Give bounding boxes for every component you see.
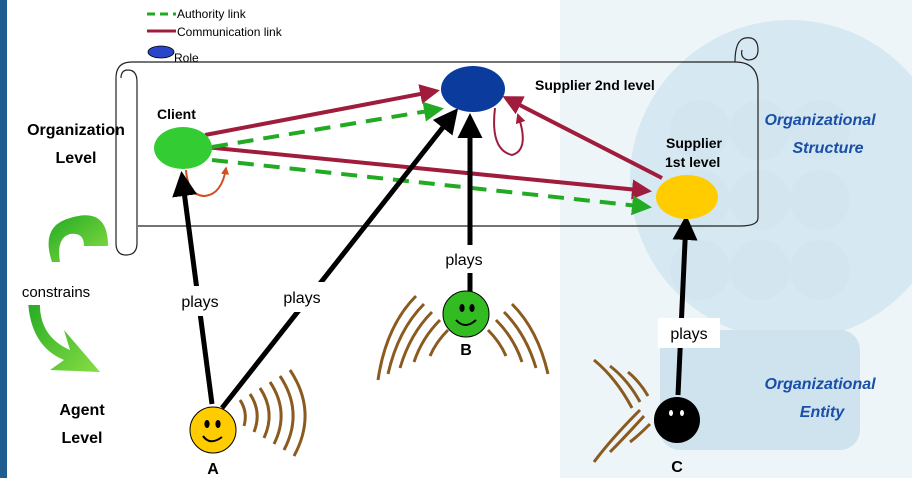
- comm-client-supplier1: [204, 145, 652, 200]
- organization-level-line1: Organization: [27, 122, 125, 139]
- supplier1-label-line1: Supplier: [666, 135, 723, 151]
- plays-label-bg-4: [658, 318, 720, 348]
- agent-b-face: [442, 290, 490, 338]
- constrains-label-bg: [8, 277, 104, 305]
- plays-label-bg-1: [162, 286, 240, 316]
- supplier2-label: Supplier 2nd level: [535, 77, 655, 93]
- comm-supplier1-supplier2: [502, 96, 663, 180]
- org-entity-line2: Entity: [800, 404, 846, 421]
- legend-role-swatch: [147, 45, 175, 59]
- org-entity-line1: Organizational: [764, 376, 876, 393]
- authority-client-supplier1: [211, 158, 652, 216]
- org-structure-line2: Structure: [792, 140, 863, 157]
- agent-b-label: B: [460, 342, 472, 359]
- plays-labels: plays plays plays plays: [162, 245, 720, 348]
- plays-c-supplier1: [672, 215, 698, 396]
- comm-supplier2-self: [493, 107, 526, 157]
- plays-label-a-client: plays: [181, 294, 218, 311]
- legend-role-label: Role: [174, 51, 199, 65]
- legend: Authority link Communication link Role: [147, 7, 283, 65]
- constrains-arrow: [28, 215, 108, 372]
- comm-client-supplier2: [204, 84, 440, 137]
- agent-a: A: [189, 369, 307, 478]
- agent-a-label: A: [207, 461, 219, 478]
- supplier1-label-line2: 1st level: [665, 154, 720, 170]
- plays-label-b-supplier2: plays: [445, 252, 482, 269]
- agent-level-line1: Agent: [59, 402, 105, 419]
- agent-c-label: C: [671, 459, 683, 476]
- legend-communication-label: Communication link: [177, 25, 283, 39]
- agent-b-waves: [376, 294, 550, 381]
- agent-c-waves: [592, 358, 652, 463]
- communication-links: [204, 84, 663, 200]
- constrains-label: constrains: [22, 284, 90, 301]
- organization-scroll-frame: [115, 37, 759, 256]
- plays-label-a-supplier2: plays: [283, 290, 320, 307]
- agent-b: B: [376, 290, 550, 381]
- client-label: Client: [157, 106, 196, 122]
- left-border: [0, 0, 7, 478]
- plays-label-c-supplier1: plays: [670, 326, 707, 343]
- supplier2-role-node: [441, 66, 505, 112]
- authority-links: [211, 101, 652, 216]
- authority-client-supplier2: [211, 101, 444, 149]
- client-role-node: [154, 127, 212, 169]
- organization-level-line2: Level: [56, 150, 97, 167]
- agent-a-waves: [238, 369, 307, 457]
- plays-a-supplier2: [220, 108, 459, 410]
- agent-c: C: [592, 358, 700, 476]
- agent-level-line2: Level: [62, 430, 103, 447]
- org-structure-line1: Organizational: [764, 112, 876, 129]
- legend-authority-label: Authority link: [177, 7, 247, 21]
- comm-client-self: [185, 166, 229, 198]
- plays-label-bg-2: [266, 282, 338, 312]
- plays-label-bg-3: [431, 245, 497, 273]
- agent-a-face: [189, 406, 237, 454]
- watermark-logo: [560, 0, 912, 478]
- supplier1-role-node: [656, 175, 718, 219]
- agent-c-face: [654, 397, 700, 443]
